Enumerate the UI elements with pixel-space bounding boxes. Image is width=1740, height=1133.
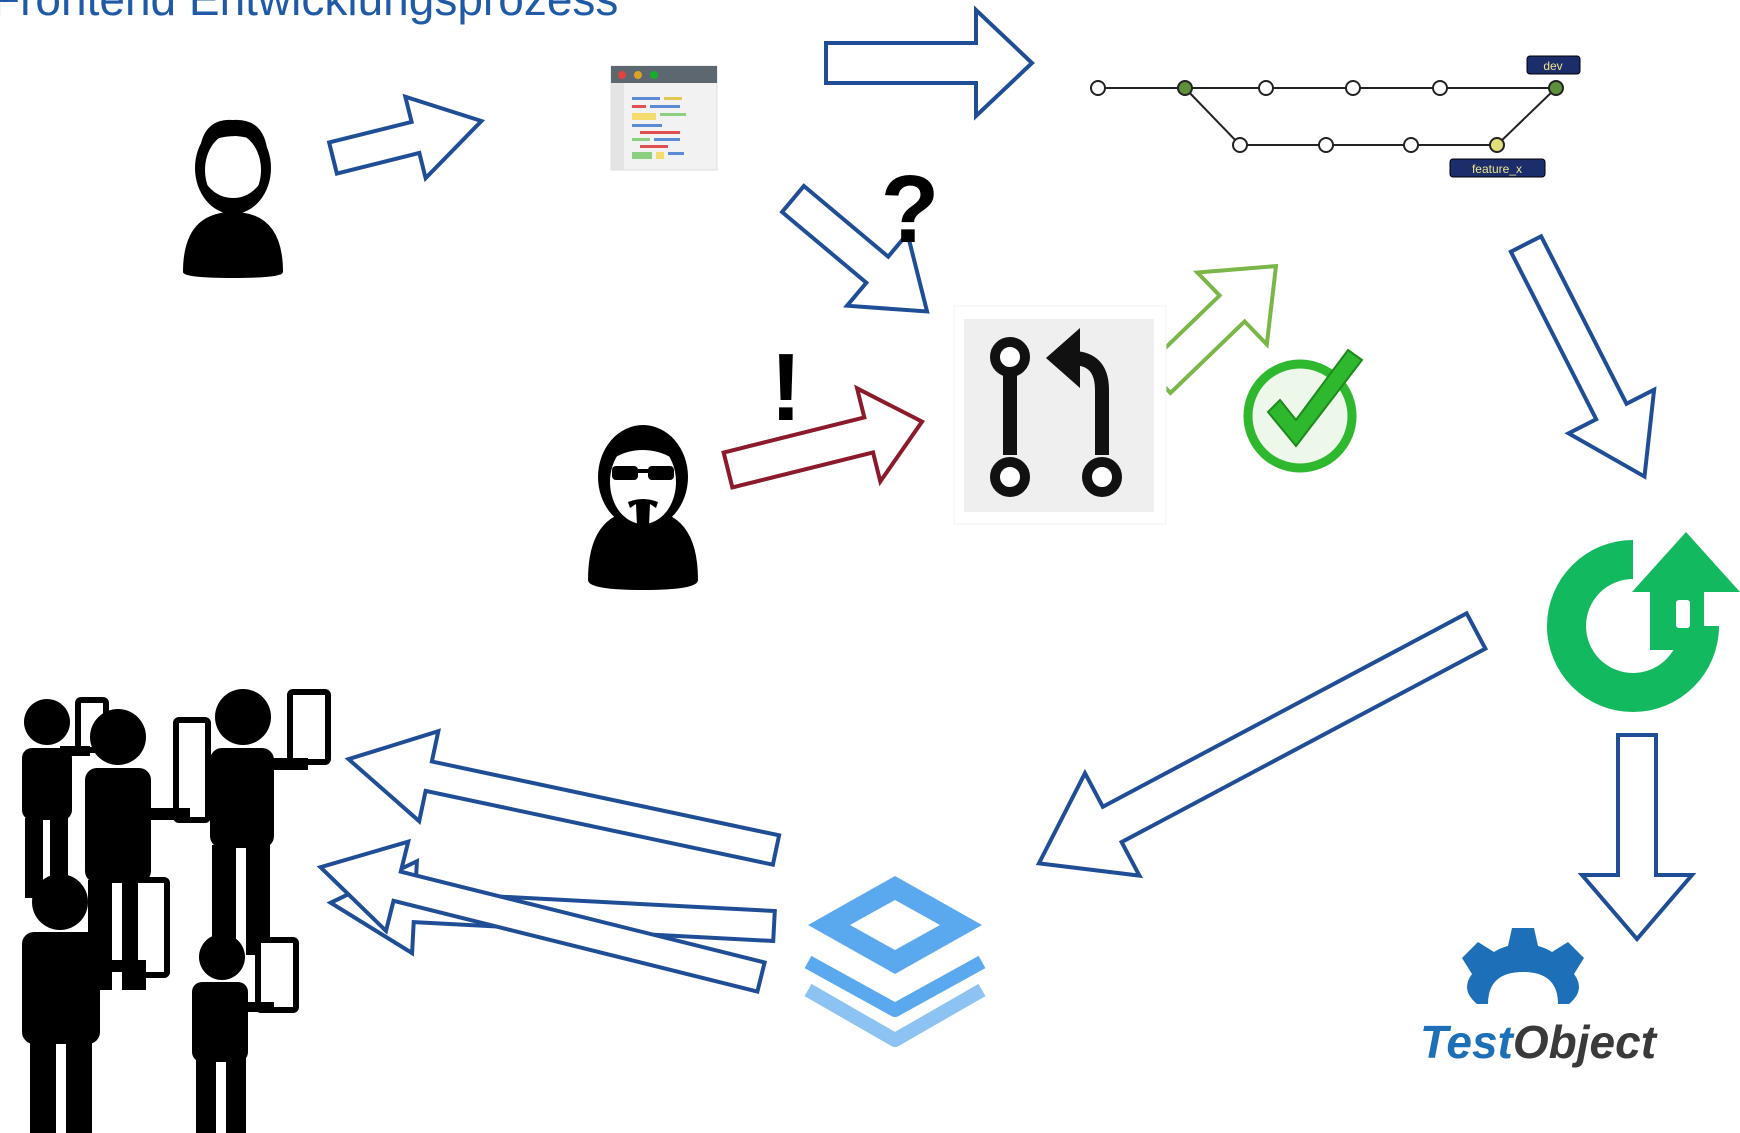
arrow-dev-to-editor (326, 93, 486, 183)
diagram-title: Frontend Entwicklungsprozess (0, 0, 618, 26)
testobject-text-test: Test (1420, 1016, 1515, 1068)
checkmark-icon (1243, 348, 1364, 473)
exclamation-mark: ! (770, 334, 802, 441)
developer-icon (183, 119, 283, 278)
testobject-logo: TestObject (1420, 928, 1658, 1068)
testers-group-icon (22, 689, 331, 1133)
app-distribution-logo (804, 876, 986, 1047)
arrow-ci-to-distribution (1035, 610, 1489, 879)
reviewer-icon (588, 425, 698, 590)
arrow-ci-to-testobject (1577, 733, 1697, 943)
branch-label-feature: feature_x (1472, 162, 1522, 176)
code-editor-icon (610, 65, 718, 171)
pull-request-icon (953, 305, 1167, 525)
svg-text:TestObject: TestObject (1420, 1016, 1658, 1068)
testobject-text-object: Object (1513, 1016, 1658, 1068)
ci-service-logo (1547, 532, 1740, 712)
arrow-pr-to-check (1142, 263, 1279, 396)
arrow-editor-to-pr (779, 183, 930, 314)
arrow-git-to-ci (1508, 233, 1657, 480)
branch-label-dev: dev (1543, 59, 1562, 73)
arrow-distribution-to-testers-3 (316, 838, 768, 994)
arrow-reviewer-to-pr (721, 384, 926, 490)
question-mark: ? (881, 156, 940, 263)
git-branch-graph: dev feature_x (1090, 55, 1581, 178)
arrow-distribution-to-testers-1 (344, 728, 782, 868)
arrow-editor-to-git (824, 5, 1035, 121)
